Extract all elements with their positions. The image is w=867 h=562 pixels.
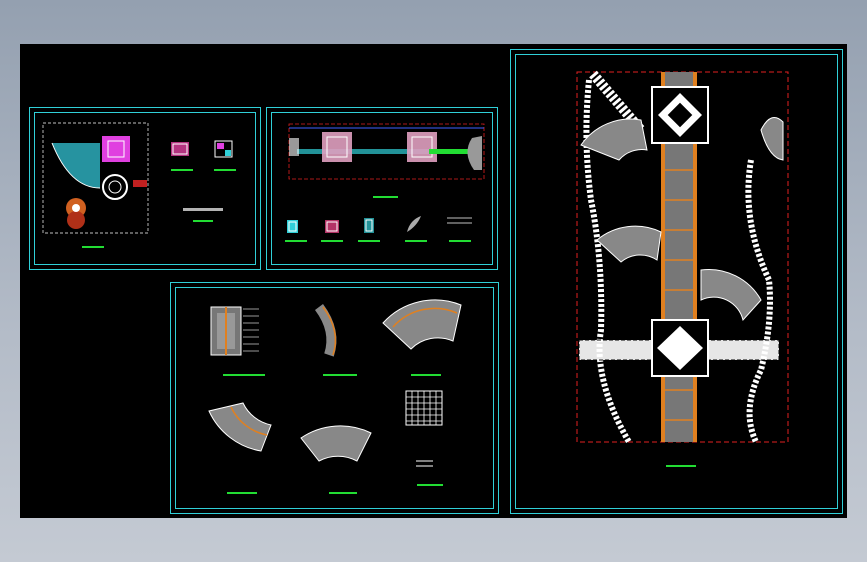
sheet-elevation[interactable] xyxy=(266,107,498,270)
sheet-master-plan[interactable] xyxy=(510,49,843,514)
details-drawing xyxy=(208,299,462,467)
title-bar-master-plan xyxy=(666,465,696,467)
cad-drawing-canvas[interactable] xyxy=(20,44,847,518)
title-bar-site-plan xyxy=(82,246,104,248)
sheet-details-frame xyxy=(175,287,494,509)
title-bar-curve-section xyxy=(323,374,357,376)
title-bar-elevation xyxy=(373,196,398,198)
title-bar-paving-section xyxy=(223,374,265,376)
sheet-details[interactable] xyxy=(170,282,499,514)
master-plan-drawing xyxy=(576,70,789,444)
sheet-master-plan-frame xyxy=(515,54,838,509)
title-bar-fan-2 xyxy=(227,492,257,494)
site-plan-drawing xyxy=(42,122,233,234)
title-bar-detail-2 xyxy=(321,240,343,242)
title-bar-detail-5 xyxy=(449,240,471,242)
title-bar-detail-1 xyxy=(285,240,307,242)
title-bar-grid-detail xyxy=(417,484,443,486)
title-bar-legend-a xyxy=(171,169,193,171)
title-bar-notes xyxy=(193,220,213,222)
sheet-site-plan-frame xyxy=(34,112,256,265)
title-bar-detail-4 xyxy=(405,240,427,242)
elevation-drawing xyxy=(287,123,485,233)
title-bar-fan-1 xyxy=(411,374,441,376)
title-bar-detail-3 xyxy=(358,240,380,242)
sheet-site-plan[interactable] xyxy=(29,107,261,270)
title-bar-legend-b xyxy=(214,169,236,171)
title-bar-fan-3 xyxy=(329,492,357,494)
sheet-elevation-frame xyxy=(271,112,493,265)
